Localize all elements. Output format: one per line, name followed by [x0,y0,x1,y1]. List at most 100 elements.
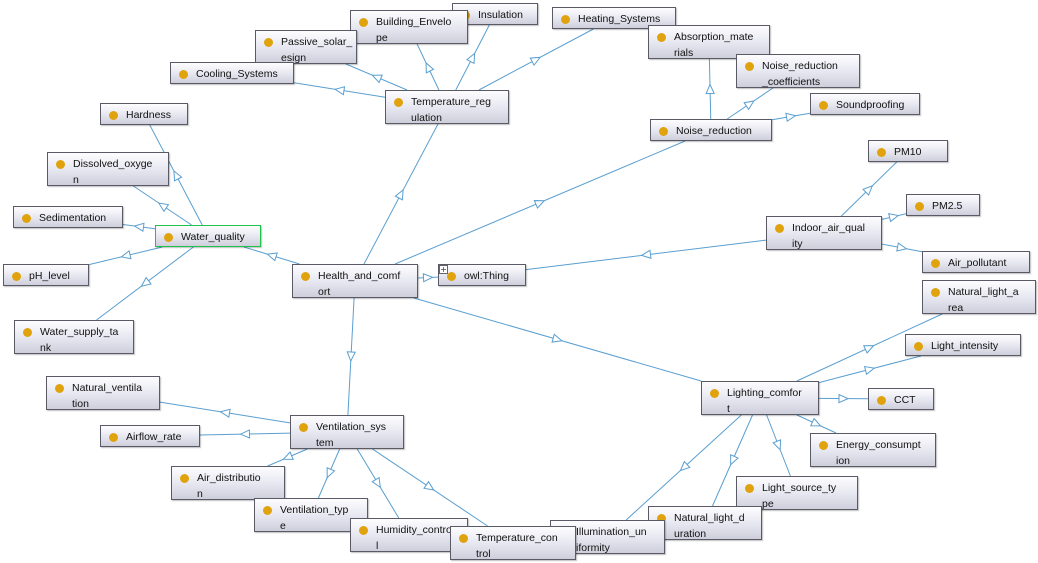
expand-icon[interactable]: + [439,265,448,274]
node-lighting-comfort[interactable]: Lighting_comfor t [701,381,819,415]
class-icon [659,127,668,136]
node-label: pH_level [29,270,70,282]
node-insulation[interactable]: Insulation [452,3,538,25]
arrowhead [371,476,381,489]
arrowhead [862,345,875,354]
node-health-and-comfort[interactable]: Health_and_comf ort [292,264,418,298]
node-label: Health_and_comf ort [318,270,401,298]
arrowhead [785,112,797,123]
node-noise-reduction[interactable]: Noise_reduction [650,119,772,141]
class-icon [23,328,32,337]
node-label: Passive_solar_ esign [281,36,353,64]
class-icon [931,259,940,268]
node-natural-ventilation[interactable]: Natural_ventila tion [46,376,160,410]
class-icon [359,526,368,535]
node-label: Lighting_comfor t [727,387,802,415]
node-label: Illumination_un iformity [576,526,647,554]
node-humidity-control[interactable]: Humidity_contro l [350,518,468,552]
node-label: owl:Thing [464,270,509,282]
class-icon [931,288,940,297]
node-temperature-control[interactable]: Temperature_con trol [450,526,576,560]
node-light-intensity[interactable]: Light_intensity [905,334,1021,356]
node-natural-light-duration[interactable]: Natural_light_d uration [648,506,762,540]
arrowhead [888,213,900,223]
node-label: Ventilation_typ e [280,504,349,532]
node-label: Light_source_ty pe [762,482,837,510]
node-label: Indoor_air_qual ity [792,222,865,250]
arrowhead [466,52,476,65]
node-building-envelope[interactable]: Building_Envelo pe [350,10,468,44]
arrowhead [140,276,152,287]
node-pm25[interactable]: PM2.5 [906,194,980,216]
class-icon [657,514,666,523]
node-noise-reduction-coefficients[interactable]: Noise_reduction _coefficients [736,54,860,88]
node-passive-solar-design[interactable]: Passive_solar_ esign [255,30,357,64]
node-temperature-regulation[interactable]: Temperature_reg ulation [385,90,509,124]
arrowhead [730,454,739,466]
class-icon [109,433,118,442]
node-owl-thing[interactable]: owl:Thing [438,264,526,286]
node-sedimentation[interactable]: Sedimentation [13,206,123,228]
class-icon [561,15,570,24]
node-ph-level[interactable]: pH_level [3,264,89,286]
class-icon [56,160,65,169]
arrowhead [239,429,251,439]
node-label: Energy_consumpt ion [836,439,921,467]
node-dissolved-oxygen[interactable]: Dissolved_oxyge n [47,152,169,186]
node-pm10[interactable]: PM10 [868,140,948,162]
node-label: Air_pollutant [948,257,1007,269]
arrowhead [423,480,435,491]
arrowhead [863,365,876,376]
arrowhead [533,200,546,209]
class-icon [775,224,784,233]
arrowhead [743,100,755,111]
node-hardness[interactable]: Hardness [100,103,188,125]
node-label: Natural_light_d uration [674,512,745,540]
node-label: Air_distributio n [197,472,261,500]
node-label: Humidity_contro l [376,524,452,552]
node-airflow-rate[interactable]: Airflow_rate [100,425,200,447]
node-ventilation-type[interactable]: Ventilation_typ e [254,498,368,532]
node-ventilation-system[interactable]: Ventilation_sys tem [290,415,404,449]
node-energy-consumption[interactable]: Energy_consumpt ion [810,433,936,467]
class-icon [109,111,118,120]
node-cooling-systems[interactable]: Cooling_Systems [170,62,294,84]
arrowhead [266,252,278,262]
node-air-distribution[interactable]: Air_distributio n [171,466,285,500]
node-absorption-materials[interactable]: Absorption_mate rials [648,25,770,59]
class-icon [264,38,273,47]
node-air-pollutant[interactable]: Air_pollutant [922,251,1030,273]
class-icon [12,272,21,281]
node-water-supply-tank[interactable]: Water_supply_ta nk [14,320,134,354]
node-natural-light-area[interactable]: Natural_light_a rea [922,280,1036,314]
arrowhead [679,460,691,472]
class-icon [710,389,719,398]
arrowhead [333,86,346,96]
arrowhead [529,56,542,67]
node-label: Building_Envelo pe [376,16,452,44]
arrowhead [551,333,564,343]
class-icon [745,484,754,493]
arrowhead [640,249,652,259]
node-soundproofing[interactable]: Soundproofing [810,93,920,115]
class-icon [394,98,403,107]
class-icon [359,18,368,27]
node-cct[interactable]: CCT [868,388,934,410]
class-icon [657,33,666,42]
node-light-source-type[interactable]: Light_source_ty pe [736,476,858,510]
node-label: Hardness [126,109,171,121]
node-label: Temperature_con trol [476,532,558,560]
node-label: Natural_ventila tion [72,382,143,410]
node-water-quality[interactable]: Water_quality [155,225,261,247]
node-label: Soundproofing [836,99,905,111]
arrowhead [133,222,145,233]
node-indoor-air-quality[interactable]: Indoor_air_qual ity [766,216,882,250]
arrowhead [346,351,357,363]
node-label: PM2.5 [932,200,963,212]
node-label: Water_supply_ta nk [40,326,119,354]
arrowhead [120,250,132,260]
node-heating-systems[interactable]: Heating_Systems [552,7,676,29]
arrowhead [422,273,434,283]
arrowhead [326,467,336,479]
